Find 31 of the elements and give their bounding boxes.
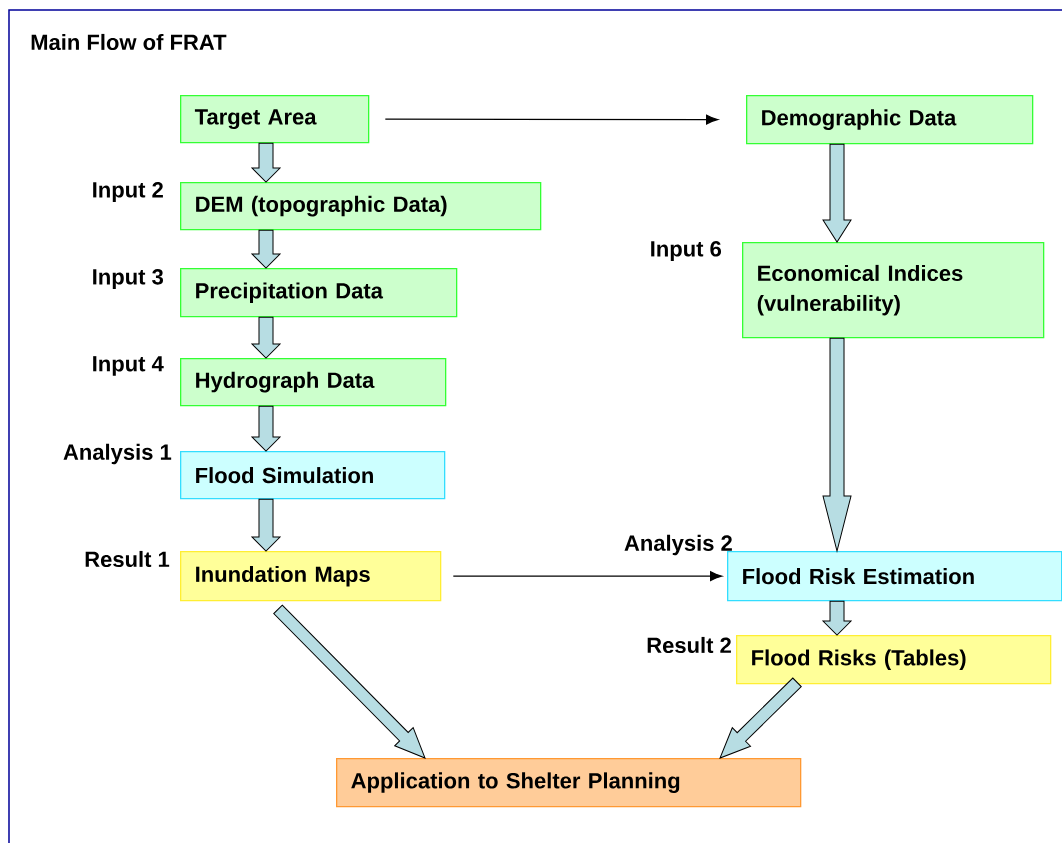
block-arrow: [251, 142, 281, 183]
step-label: Input 2: [93, 182, 163, 202]
block-arrow: [251, 498, 281, 552]
step-label: Input 4: [93, 356, 164, 376]
arrow: [384, 114, 719, 125]
step-label: Input 6: [651, 241, 721, 261]
process-box: Inundation Maps: [180, 551, 442, 602]
process-box: Demographic Data: [746, 95, 1034, 145]
step-label: Result 2: [647, 636, 731, 654]
block-arrow: [251, 405, 281, 452]
arrow: [452, 571, 723, 582]
block-arrow: [251, 316, 281, 359]
process-box: Target Area: [180, 95, 370, 144]
process-box: DEM (topographic Data): [180, 182, 542, 231]
process-box: Flood Simulation: [180, 451, 446, 500]
step-label: Result 1: [85, 550, 170, 568]
process-box: Flood Risks (Tables): [736, 635, 1052, 685]
process-box: Application to Shelter Planning: [336, 758, 802, 808]
process-box: Hydrograph Data: [180, 358, 447, 407]
block-arrow: [822, 337, 852, 552]
block-arrow: [822, 600, 852, 636]
block-arrow: [822, 143, 852, 243]
block-arrow: [273, 604, 426, 759]
block-arrow: [719, 677, 802, 759]
process-box: Precipitation Data: [180, 268, 458, 318]
step-label: Analysis 1: [63, 443, 172, 465]
process-box: Flood Risk Estimation: [727, 551, 1062, 602]
step-label: Input 3: [93, 269, 163, 289]
block-arrow: [251, 229, 281, 269]
process-box: Economical Indices (vulnerability): [742, 242, 1045, 339]
diagram-title: Main Flow of FRAT: [31, 33, 227, 51]
